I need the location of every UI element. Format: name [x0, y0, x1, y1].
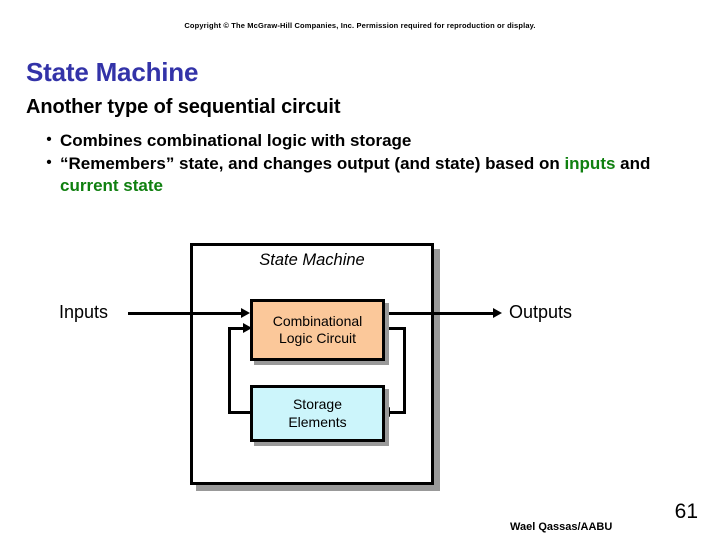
bullet-segment: “Remembers” state, and changes output (a… [60, 153, 565, 173]
list-item: • Combines combinational logic with stor… [38, 130, 658, 152]
feedback-wire-left-bottom [228, 411, 253, 414]
page-subtitle: Another type of sequential circuit [26, 96, 341, 118]
combinational-logic-label-line1: Combinational [272, 312, 363, 329]
bullet-marker: • [46, 153, 52, 171]
footer-author: Wael Qassas/AABU [510, 521, 613, 533]
storage-elements-block: Storage Elements [250, 385, 385, 442]
feedback-wire-right-bottom [390, 411, 406, 414]
storage-elements-label-line2: Elements [288, 413, 347, 430]
input-arrowhead-icon [241, 308, 250, 318]
feedback-wire-left-top [228, 327, 246, 330]
list-item: • “Remembers” state, and changes output … [38, 153, 658, 197]
bullet-list: • Combines combinational logic with stor… [38, 130, 658, 196]
input-wire [128, 312, 243, 315]
state-machine-diagram: State Machine Combinational Logic Circui… [0, 232, 720, 492]
inputs-label: Inputs [59, 302, 109, 322]
bullet-marker: • [46, 131, 52, 148]
feedback-wire-right-top [385, 327, 406, 330]
page-title: State Machine [26, 57, 199, 87]
combinational-logic-label-line2: Logic Circuit [278, 330, 357, 346]
combinational-logic-block: Combinational Logic Circuit [250, 299, 385, 361]
bullet-segment: Combines combinational logic with storag… [60, 131, 412, 150]
storage-elements-label-line1: Storage [292, 396, 343, 413]
state-machine-caption: State Machine [259, 251, 365, 269]
feedback-wire-left-vertical [228, 327, 231, 414]
bullet-segment-highlight-current-state: current state [60, 175, 163, 195]
output-arrowhead-icon [493, 308, 502, 318]
bullet-segment: and [615, 153, 651, 173]
feedback-left-arrowhead-icon [243, 323, 252, 333]
list-item-text: “Remembers” state, and changes output (a… [60, 153, 658, 197]
page-number: 61 [674, 500, 698, 523]
list-item-text: Combines combinational logic with storag… [60, 130, 658, 152]
feedback-wire-right-vertical [403, 327, 406, 414]
bullet-segment-highlight-inputs: inputs [564, 153, 616, 173]
outputs-label: Outputs [509, 302, 573, 322]
output-wire [385, 312, 495, 315]
copyright-notice: Copyright © The McGraw-Hill Companies, I… [184, 21, 536, 30]
